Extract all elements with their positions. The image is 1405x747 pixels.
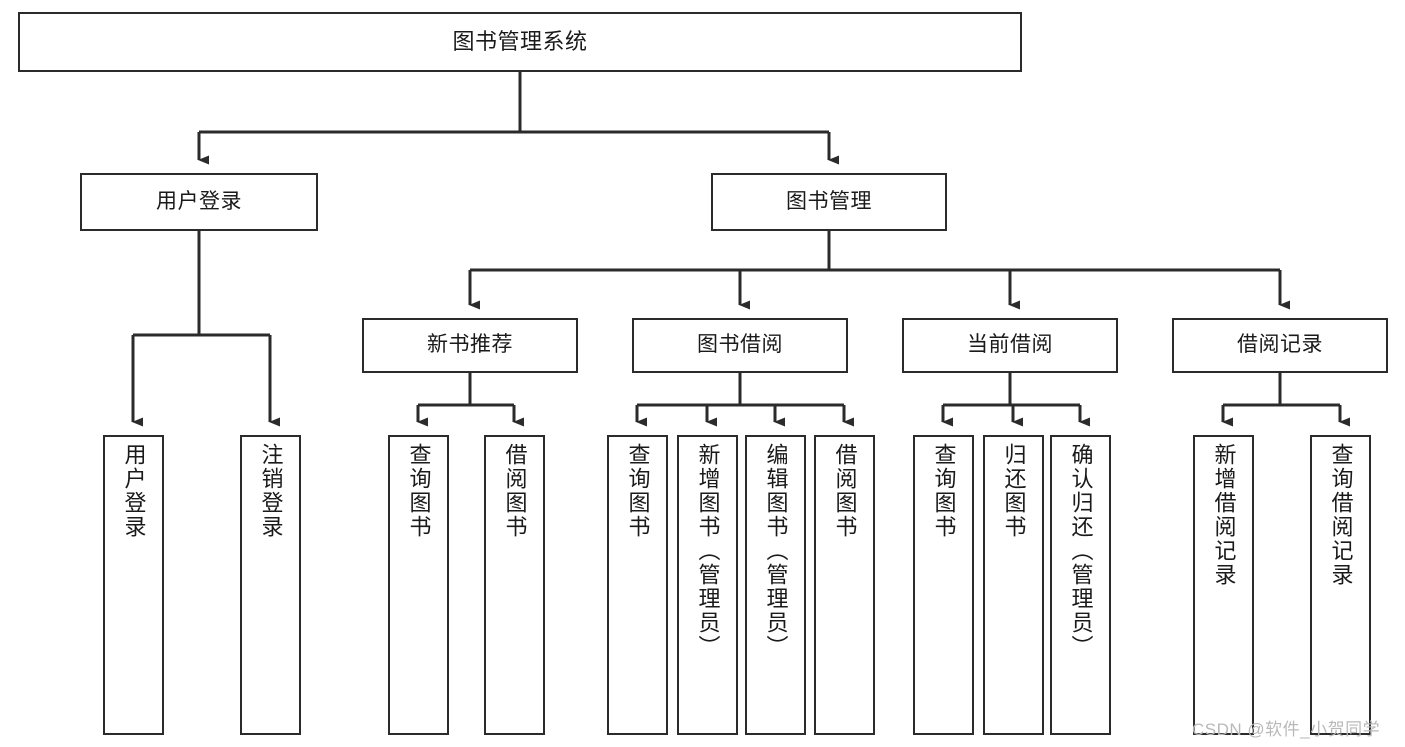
node-book-management-label: 图书管理 bbox=[786, 189, 872, 213]
node-leaf-add-borrow-record[interactable]: 新增借阅记录 bbox=[1193, 435, 1254, 735]
node-leaf-edit-book-label: 编辑图书（管理员） bbox=[763, 443, 789, 659]
node-leaf-user-logout-label: 注销登录 bbox=[258, 443, 284, 539]
node-leaf-return-book-label: 归还图书 bbox=[1001, 443, 1027, 539]
node-book-borrow-label: 图书借阅 bbox=[697, 333, 783, 357]
node-leaf-query-borrow-record[interactable]: 查询借阅记录 bbox=[1310, 435, 1371, 735]
node-leaf-query-book-recommend-label: 查询图书 bbox=[406, 443, 432, 539]
node-leaf-borrow-book[interactable]: 借阅图书 bbox=[814, 435, 875, 735]
node-leaf-edit-book[interactable]: 编辑图书（管理员） bbox=[745, 435, 806, 735]
node-leaf-borrow-book-recommend-label: 借阅图书 bbox=[502, 443, 528, 539]
node-borrow-records[interactable]: 借阅记录 bbox=[1172, 318, 1388, 373]
node-current-borrow[interactable]: 当前借阅 bbox=[902, 318, 1118, 373]
node-leaf-query-borrow-record-label: 查询借阅记录 bbox=[1328, 443, 1354, 587]
node-leaf-add-book[interactable]: 新增图书（管理员） bbox=[677, 435, 738, 735]
node-user-login[interactable]: 用户登录 bbox=[80, 173, 318, 231]
node-leaf-query-book-recommend[interactable]: 查询图书 bbox=[388, 435, 449, 735]
node-leaf-return-book[interactable]: 归还图书 bbox=[983, 435, 1044, 735]
node-root-label: 图书管理系统 bbox=[452, 29, 588, 55]
node-leaf-borrow-book-label: 借阅图书 bbox=[832, 443, 858, 539]
node-leaf-query-book-borrow-label: 查询图书 bbox=[625, 443, 651, 539]
node-leaf-borrow-book-recommend[interactable]: 借阅图书 bbox=[484, 435, 545, 735]
node-new-book-recommend[interactable]: 新书推荐 bbox=[362, 318, 578, 373]
node-new-book-recommend-label: 新书推荐 bbox=[427, 333, 513, 357]
node-leaf-user-login[interactable]: 用户登录 bbox=[103, 435, 164, 735]
node-leaf-add-borrow-record-label: 新增借阅记录 bbox=[1211, 443, 1237, 587]
node-book-borrow[interactable]: 图书借阅 bbox=[632, 318, 848, 373]
node-leaf-confirm-return-label: 确认归还（管理员） bbox=[1068, 443, 1094, 659]
node-user-login-label: 用户登录 bbox=[156, 189, 242, 213]
node-root[interactable]: 图书管理系统 bbox=[18, 12, 1022, 72]
csdn-watermark: CSDN @软件_小贺同学 bbox=[1192, 720, 1381, 739]
node-book-management[interactable]: 图书管理 bbox=[711, 173, 947, 231]
node-borrow-records-label: 借阅记录 bbox=[1237, 333, 1323, 357]
node-current-borrow-label: 当前借阅 bbox=[967, 333, 1053, 357]
node-leaf-confirm-return[interactable]: 确认归还（管理员） bbox=[1050, 435, 1111, 735]
node-leaf-query-book-current-label: 查询图书 bbox=[931, 443, 957, 539]
node-leaf-query-book-borrow[interactable]: 查询图书 bbox=[607, 435, 668, 735]
node-leaf-add-book-label: 新增图书（管理员） bbox=[695, 443, 721, 659]
node-leaf-user-logout[interactable]: 注销登录 bbox=[240, 435, 301, 735]
node-leaf-user-login-label: 用户登录 bbox=[121, 443, 147, 539]
node-leaf-query-book-current[interactable]: 查询图书 bbox=[913, 435, 974, 735]
